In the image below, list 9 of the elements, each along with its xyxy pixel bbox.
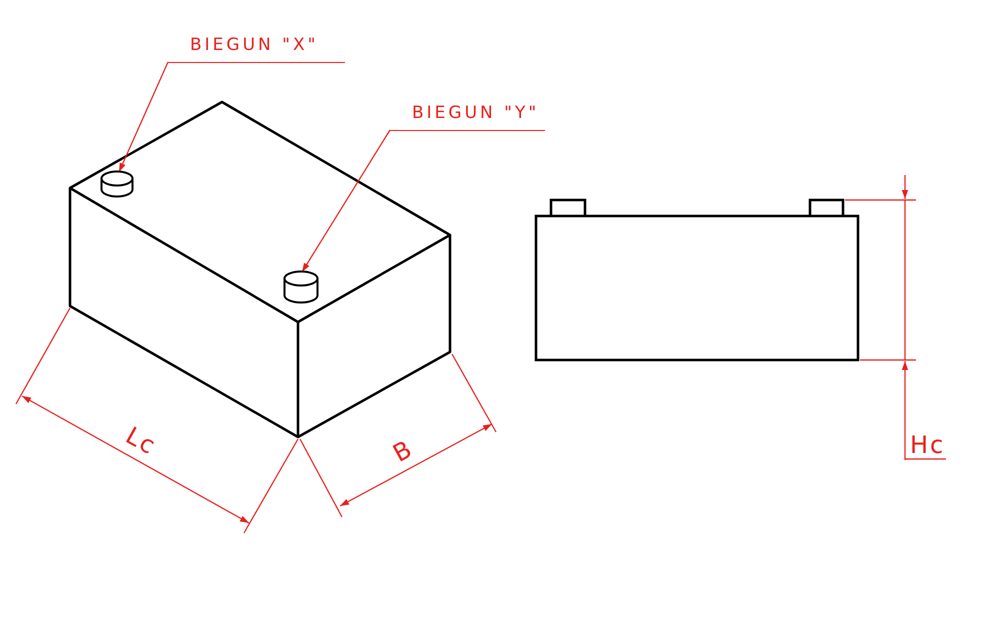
callout-text: BIEGUN "X" bbox=[168, 30, 345, 63]
dimension-label: B bbox=[388, 435, 418, 467]
leader-line bbox=[118, 62, 169, 172]
terminal-post bbox=[100, 170, 134, 198]
dimension-label: Hc bbox=[910, 432, 946, 458]
callout-text: BIEGUN "Y" bbox=[390, 98, 545, 131]
dimension-label: Lc bbox=[122, 422, 161, 460]
leader-line bbox=[301, 130, 391, 272]
terminal-post bbox=[283, 270, 319, 304]
